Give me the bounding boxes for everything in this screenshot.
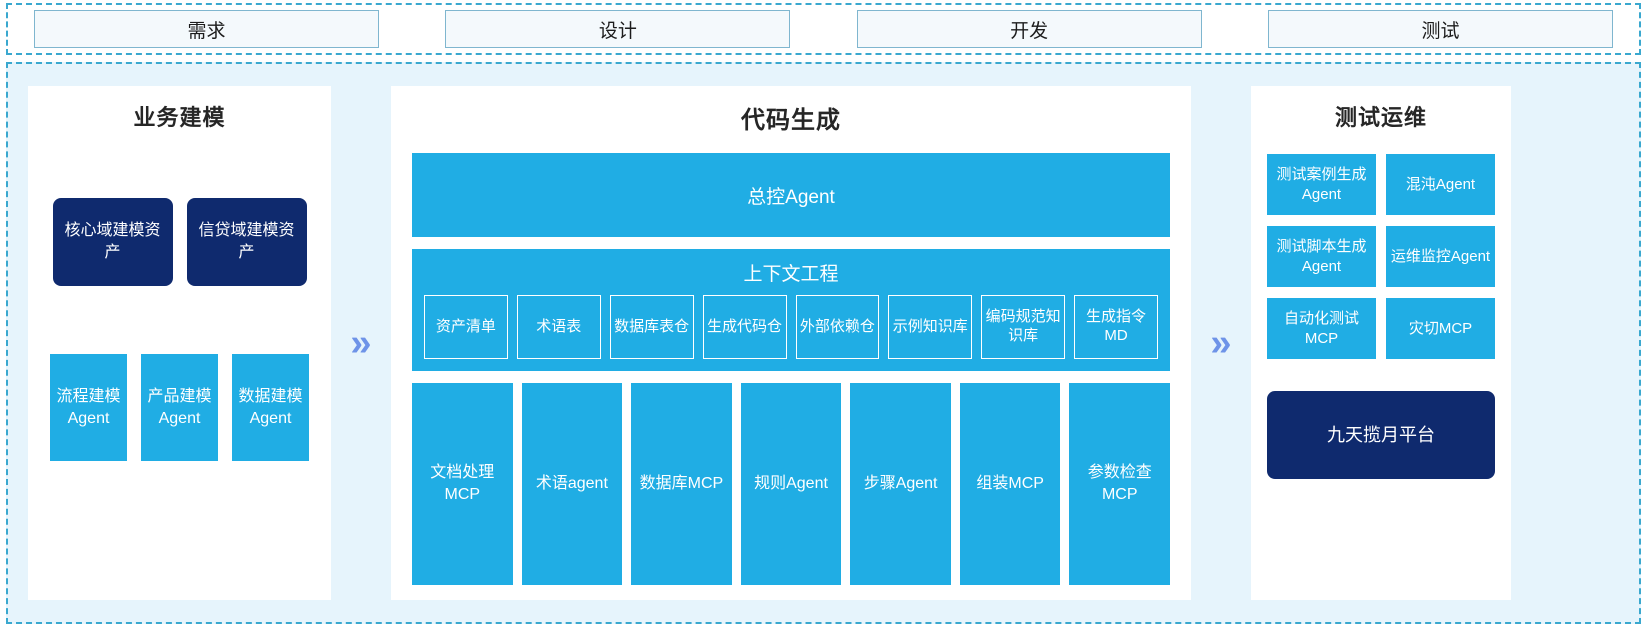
- context-engineering-block: 上下文工程 资产清单 术语表 数据库表仓 生成代码仓: [412, 249, 1170, 371]
- double-chevron-right-icon-right: »: [1191, 86, 1251, 600]
- tool-card-label: 参数检查MCP: [1087, 464, 1152, 503]
- tool-card-rule-agent[interactable]: 规则Agent: [740, 383, 842, 585]
- business-modeling-body: 核心域建模资产 信贷域建模资产 流程建模Agent 产品建模Agent 数据建模…: [28, 136, 331, 600]
- context-engineering-items: 资产清单 术语表 数据库表仓 生成代码仓 外部依赖仓: [424, 295, 1158, 359]
- asset-card-core-domain[interactable]: 核心域建模资产: [52, 198, 173, 286]
- phase-label: 需求: [187, 20, 226, 42]
- chevron-glyph: »: [350, 322, 372, 364]
- context-item-example-knowledge-base[interactable]: 示例知识库: [888, 295, 973, 359]
- master-control-agent-banner[interactable]: 总控Agent: [412, 153, 1170, 237]
- tool-card-label: 规则Agent: [754, 475, 828, 493]
- test-ops-body: 测试案例生成Agent 混沌Agent 测试脚本生成Agent 运维监控Agen…: [1251, 136, 1511, 600]
- tool-card-label: 术语agent: [535, 475, 608, 493]
- phase-label: 设计: [598, 20, 637, 42]
- ops-card-label: 自动化测试MCP: [1283, 310, 1359, 347]
- ops-card-test-script-generation-agent[interactable]: 测试脚本生成Agent: [1267, 226, 1376, 287]
- tool-card-document-processing-mcp[interactable]: 文档处理MCP: [412, 383, 513, 585]
- phase-label: 开发: [1010, 20, 1049, 42]
- context-item-label: 外部依赖仓: [799, 317, 875, 335]
- ops-card-label: 运维监控Agent: [1390, 247, 1491, 265]
- agent-card-label: 产品建模Agent: [147, 387, 212, 427]
- platform-card-jiutian-lanyue[interactable]: 九天揽月平台: [1267, 391, 1495, 479]
- chevron-glyph: »: [1210, 322, 1232, 364]
- context-item-label: 示例知识库: [892, 317, 968, 335]
- test-ops-card-grid: 测试案例生成Agent 混沌Agent 测试脚本生成Agent 运维监控Agen…: [1267, 154, 1495, 359]
- asset-card-label: 信贷域建模资产: [198, 222, 295, 261]
- ops-card-disaster-switch-mcp[interactable]: 灾切MCP: [1386, 298, 1495, 359]
- context-item-label: 数据库表仓: [614, 317, 690, 335]
- tool-card-label: 步骤Agent: [863, 475, 938, 493]
- panel-title-business-modeling: 业务建模: [133, 105, 226, 130]
- context-item-coding-standard-knowledge-base[interactable]: 编码规范知识库: [981, 295, 1066, 359]
- tool-card-label: 组装MCP: [976, 475, 1044, 493]
- master-control-agent-label: 总控Agent: [747, 186, 835, 208]
- phase-box-design[interactable]: 设计: [445, 10, 791, 48]
- context-item-glossary[interactable]: 术语表: [516, 295, 601, 359]
- asset-card-credit-domain[interactable]: 信贷域建模资产: [186, 198, 307, 286]
- context-item-label: 生成指令MD: [1086, 308, 1147, 344]
- architecture-frame: 业务建模 核心域建模资产 信贷域建模资产 流程建模Agent 产品建模Agen: [6, 62, 1641, 624]
- panel-code-generation: 代码生成 总控Agent 上下文工程 资产清单 术语表: [391, 86, 1191, 600]
- business-asset-row: 核心域建模资产 信贷域建模资产: [50, 198, 309, 286]
- ops-card-test-case-generation-agent[interactable]: 测试案例生成Agent: [1267, 154, 1376, 215]
- ops-card-automated-test-mcp[interactable]: 自动化测试MCP: [1267, 298, 1376, 359]
- ops-card-label: 混沌Agent: [1405, 175, 1476, 193]
- business-agent-row: 流程建模Agent 产品建模Agent 数据建模Agent: [50, 354, 309, 461]
- panel-title-code-generation: 代码生成: [741, 107, 841, 134]
- double-chevron-right-icon-left: »: [331, 86, 391, 600]
- ops-card-chaos-agent[interactable]: 混沌Agent: [1386, 154, 1495, 215]
- context-item-label: 资产清单: [435, 317, 496, 335]
- panel-test-ops: 测试运维 测试案例生成Agent 混沌Agent 测试脚本生成Agent 运维监…: [1251, 86, 1511, 600]
- ops-card-label: 测试脚本生成Agent: [1276, 238, 1367, 275]
- ops-card-label: 灾切MCP: [1408, 319, 1473, 337]
- agent-card-label: 数据建模Agent: [238, 387, 303, 427]
- context-item-asset-inventory[interactable]: 资产清单: [424, 295, 508, 359]
- context-item-label: 术语表: [536, 317, 582, 335]
- context-item-label: 生成代码仓: [707, 317, 783, 335]
- agent-card-process-modeling[interactable]: 流程建模Agent: [50, 354, 127, 461]
- panel-title-test-ops: 测试运维: [1334, 105, 1427, 130]
- code-generation-body: 总控Agent 上下文工程 资产清单 术语表 数据库表仓: [391, 139, 1191, 600]
- ops-card-label: 测试案例生成Agent: [1276, 166, 1367, 203]
- tool-card-assembly-mcp[interactable]: 组装MCP: [959, 383, 1061, 585]
- code-generation-tool-row: 文档处理MCP 术语agent 数据库MCP 规则Agent 步骤Agent: [412, 383, 1171, 585]
- phase-box-development[interactable]: 开发: [856, 10, 1202, 48]
- context-item-generation-instruction-md[interactable]: 生成指令MD: [1074, 295, 1158, 359]
- agent-card-label: 流程建模Agent: [56, 387, 121, 427]
- tool-card-label: 文档处理MCP: [430, 464, 495, 503]
- context-item-generated-code-repo[interactable]: 生成代码仓: [702, 295, 787, 359]
- tool-card-step-agent[interactable]: 步骤Agent: [850, 383, 951, 585]
- tool-card-label: 数据库MCP: [639, 475, 724, 493]
- tool-card-database-mcp[interactable]: 数据库MCP: [631, 383, 732, 585]
- panel-business-modeling: 业务建模 核心域建模资产 信贷域建模资产 流程建模Agent 产品建模Agen: [28, 86, 331, 600]
- ops-card-ops-monitoring-agent[interactable]: 运维监控Agent: [1386, 226, 1495, 287]
- phase-label: 测试: [1421, 20, 1460, 42]
- agent-card-data-modeling[interactable]: 数据建模Agent: [232, 354, 309, 461]
- context-item-database-table-repo[interactable]: 数据库表仓: [609, 295, 694, 359]
- agent-card-product-modeling[interactable]: 产品建模Agent: [141, 354, 218, 461]
- phase-strip: 需求 设计 开发 测试: [6, 3, 1641, 55]
- context-engineering-title: 上下文工程: [743, 264, 839, 285]
- platform-card-label: 九天揽月平台: [1327, 424, 1435, 445]
- context-item-label: 编码规范知识库: [985, 308, 1061, 344]
- tool-card-parameter-check-mcp[interactable]: 参数检查MCP: [1069, 383, 1171, 585]
- asset-card-label: 核心域建模资产: [64, 222, 161, 261]
- phase-box-testing[interactable]: 测试: [1267, 10, 1613, 48]
- tool-card-terminology-agent[interactable]: 术语agent: [521, 383, 623, 585]
- phase-box-requirements[interactable]: 需求: [34, 10, 379, 48]
- context-item-external-dependency-repo[interactable]: 外部依赖仓: [795, 295, 880, 359]
